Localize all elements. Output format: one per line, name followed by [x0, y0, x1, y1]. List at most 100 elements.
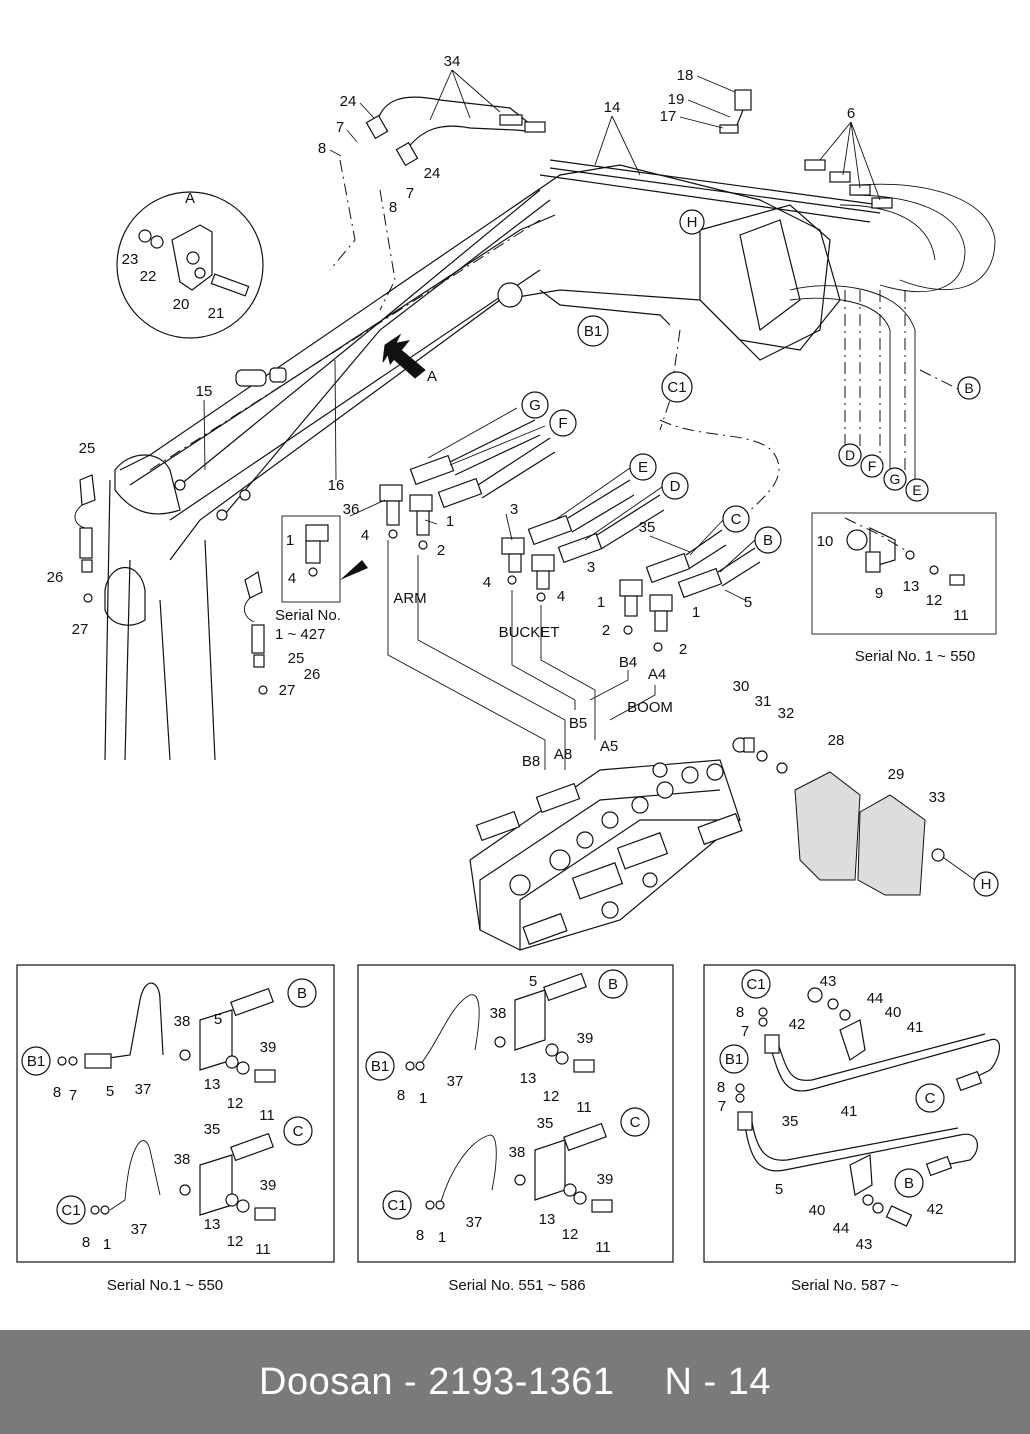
- part-label: 37: [131, 1221, 148, 1238]
- part-label: 7: [718, 1098, 726, 1115]
- part-label: 13: [903, 578, 920, 595]
- part-label: 11: [576, 1099, 592, 1116]
- part-label: 35: [204, 1121, 221, 1138]
- part-label: 5: [775, 1181, 783, 1198]
- part-label: 10: [817, 533, 834, 550]
- part-label: 3: [587, 559, 595, 576]
- part-label: 12: [227, 1233, 244, 1250]
- part-label: 8: [397, 1087, 405, 1104]
- part-label: 12: [543, 1088, 560, 1105]
- part-label: 1: [446, 513, 454, 530]
- part-label: 5: [744, 594, 752, 611]
- callout-D-rear: D: [845, 447, 855, 463]
- p3-callout-B: B: [904, 1175, 914, 1192]
- part-label: 18: [677, 67, 694, 84]
- callout-E: E: [638, 459, 648, 476]
- part-label: 4: [288, 570, 296, 587]
- part-label: 23: [122, 251, 139, 268]
- part-label: 7: [69, 1087, 77, 1104]
- part-label: 41: [907, 1019, 924, 1036]
- part-label: 44: [833, 1220, 850, 1237]
- callout-text: A A G F E D C B H B1 C1 B D F G E H B4 A…: [27, 190, 992, 1294]
- callout-G-rear: G: [890, 471, 901, 487]
- part-label: 28: [828, 732, 845, 749]
- serial-inset-range: 1 ~ 427: [275, 626, 325, 643]
- part-label: 6: [847, 105, 855, 122]
- boom-arm-assembly: [74, 89, 996, 761]
- part-label: 13: [204, 1076, 221, 1093]
- control-fittings-cluster: [379, 419, 761, 770]
- main-control-valve: [469, 759, 743, 951]
- callout-B-right: B: [964, 380, 973, 396]
- part-label: 26: [47, 569, 64, 586]
- p3-callout-C: C: [925, 1090, 936, 1107]
- part-label: 8: [82, 1234, 90, 1251]
- callout-G: G: [529, 397, 541, 414]
- part-label: 11: [953, 607, 969, 624]
- part-label: 8: [389, 199, 397, 216]
- part-label: 16: [328, 477, 345, 494]
- p2-callout-B: B: [608, 976, 618, 993]
- part-label: 20: [173, 296, 190, 313]
- port-A4: A4: [648, 666, 666, 683]
- label-boom: BOOM: [627, 699, 673, 716]
- serial-clamp-inset: Serial No. 1 ~ 550: [855, 648, 976, 665]
- part-label: 15: [196, 383, 213, 400]
- part-label: 34: [444, 53, 461, 70]
- part-label: 8: [717, 1079, 725, 1096]
- p1-callout-C: C: [293, 1123, 304, 1140]
- part-label: 4: [557, 588, 565, 605]
- p3-callout-C1: C1: [746, 976, 765, 993]
- part-label: 12: [926, 592, 943, 609]
- callout-C1-top: C1: [667, 379, 686, 396]
- panel-serial-551-586: [357, 964, 674, 1263]
- part-label: 5: [106, 1083, 114, 1100]
- part-label: 2: [437, 542, 445, 559]
- part-label: 22: [140, 268, 157, 285]
- serial-panel-2: Serial No. 551 ~ 586: [448, 1277, 585, 1294]
- part-label: 37: [466, 1214, 483, 1231]
- port-A5: A5: [600, 738, 618, 755]
- callout-B: B: [763, 532, 773, 549]
- part-label: 13: [520, 1070, 537, 1087]
- port-B8: B8: [522, 753, 540, 770]
- p2-callout-C1: C1: [387, 1197, 406, 1214]
- hydraulic-parts-diagram: A A G F E D C B H B1 C1 B D F G E H B4 A…: [16, 53, 1016, 1294]
- part-label: 12: [227, 1095, 244, 1112]
- part-label: 38: [490, 1005, 507, 1022]
- part-label: 42: [927, 1201, 944, 1218]
- part-label: 13: [539, 1211, 556, 1228]
- part-label: 19: [668, 91, 685, 108]
- p1-callout-C1: C1: [61, 1202, 80, 1219]
- part-label: 27: [72, 621, 89, 638]
- port-B4: B4: [619, 654, 637, 671]
- callout-H-top: H: [687, 214, 698, 231]
- part-label: 7: [336, 119, 344, 136]
- panel-serial-1-550: [16, 964, 335, 1263]
- part-label: 1: [438, 1229, 446, 1246]
- part-label: 24: [424, 165, 441, 182]
- part-label: 1: [597, 594, 605, 611]
- part-label: 43: [820, 973, 837, 990]
- part-label: 42: [789, 1016, 806, 1033]
- part-label: 38: [174, 1151, 191, 1168]
- clamp-inset-1-550: [811, 512, 997, 635]
- part-label: 7: [406, 185, 414, 202]
- p2-callout-B1: B1: [371, 1058, 389, 1075]
- serial-inset-label: Serial No.: [275, 607, 341, 624]
- part-label: 9: [875, 585, 883, 602]
- callout-C: C: [731, 511, 742, 528]
- part-label: 11: [595, 1239, 611, 1256]
- footer-page-number: N - 14: [664, 1360, 771, 1403]
- port-A8: A8: [554, 746, 572, 763]
- part-label: 8: [53, 1084, 61, 1101]
- part-label: 26: [304, 666, 321, 683]
- part-label: 25: [79, 440, 96, 457]
- serial-panel-3: Serial No. 587 ~: [791, 1277, 899, 1294]
- part-label: 35: [639, 519, 656, 536]
- panel-serial-587: [703, 964, 1016, 1263]
- callout-E-rear: E: [912, 482, 921, 498]
- callout-A-detail: A: [185, 190, 195, 207]
- part-label: 4: [361, 527, 369, 544]
